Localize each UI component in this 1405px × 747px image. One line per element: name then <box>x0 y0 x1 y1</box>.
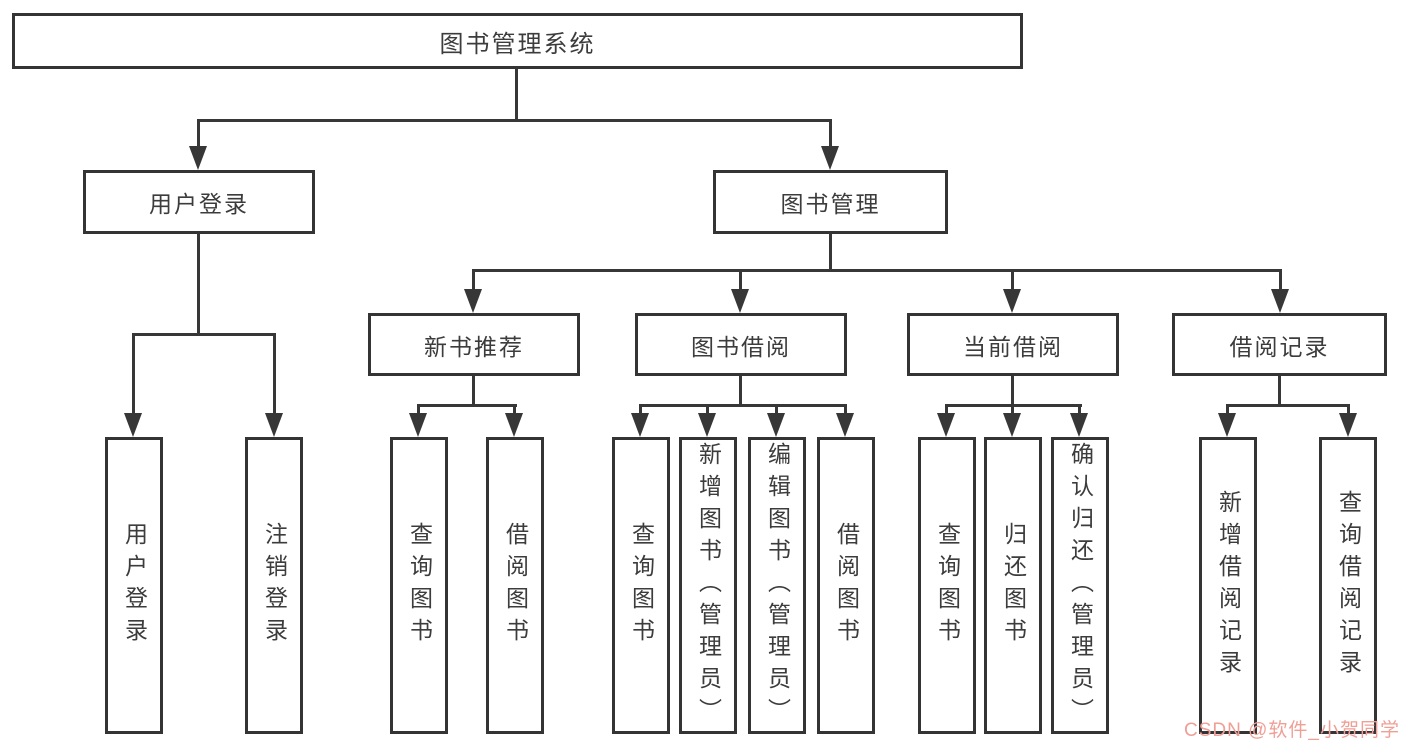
connector-userlogin-stem <box>197 234 200 336</box>
arrow-down-icon <box>937 413 955 437</box>
arrow-down-icon <box>124 413 142 437</box>
node-user-login: 用户登录 <box>83 170 315 234</box>
leaf-add-borrow-record: 新增借阅记录 <box>1199 437 1257 734</box>
leaf-label: 注销登录 <box>261 521 288 650</box>
connector-drop <box>775 404 778 416</box>
connector-drop <box>1347 404 1350 416</box>
arrow-down-icon <box>409 413 427 437</box>
node-book-borrowing: 图书借阅 <box>635 313 847 376</box>
arrow-down-icon <box>731 289 749 313</box>
connector-drop <box>273 333 276 415</box>
connector-drop <box>1011 269 1014 292</box>
arrow-down-icon <box>1271 289 1289 313</box>
leaf-query-borrow-record: 查询借阅记录 <box>1319 437 1377 734</box>
arrow-down-icon <box>698 413 716 437</box>
connector-drop <box>945 404 948 416</box>
leaf-query-books-current: 查询图书 <box>918 437 976 734</box>
node-label: 图书管理 <box>780 191 881 217</box>
connector-drop <box>472 269 475 292</box>
connector-drop <box>1011 404 1014 416</box>
connector-root-stem <box>515 69 518 121</box>
connector-drop <box>844 404 847 416</box>
connector-userlogin-rail <box>132 333 276 336</box>
node-label: 图书管理系统 <box>439 30 596 58</box>
connector-drop <box>706 404 709 416</box>
connector-drop-user-login <box>197 119 200 150</box>
connector-drop-book-mgmt <box>829 119 832 150</box>
node-label: 借阅记录 <box>1229 333 1330 360</box>
connector-root-rail <box>197 119 832 122</box>
arrow-down-icon <box>1070 413 1088 437</box>
csdn-watermark: CSDN @软件_小贺同学 <box>1184 720 1400 741</box>
connector-drop <box>513 404 516 416</box>
arrow-down-icon <box>1218 413 1236 437</box>
arrow-down-icon <box>189 146 207 170</box>
leaf-label: 查询图书 <box>628 521 655 650</box>
leaf-query-books-recommend: 查询图书 <box>390 437 448 734</box>
leaf-label: 查询图书 <box>934 521 961 650</box>
leaf-borrow-books-recommend: 借阅图书 <box>486 437 544 734</box>
arrow-down-icon <box>505 413 523 437</box>
connector-stem <box>1011 376 1014 407</box>
leaf-borrow-books: 借阅图书 <box>817 437 875 734</box>
node-label: 用户登录 <box>149 191 249 217</box>
connector-drop <box>132 333 135 415</box>
leaf-return-books: 归还图书 <box>984 437 1042 734</box>
leaf-logout: 注销登录 <box>245 437 303 734</box>
leaf-label: 确认归还（管理员） <box>1067 441 1094 730</box>
leaf-label: 借阅图书 <box>502 521 529 650</box>
leaf-confirm-return-admin: 确认归还（管理员） <box>1051 437 1109 734</box>
arrow-down-icon <box>1003 289 1021 313</box>
leaf-label: 新增借阅记录 <box>1215 489 1242 682</box>
arrow-down-icon <box>464 289 482 313</box>
node-label: 当前借阅 <box>963 333 1063 360</box>
node-label: 图书借阅 <box>691 333 791 360</box>
connector-drop <box>639 404 642 416</box>
arrow-down-icon <box>265 413 283 437</box>
connector-drop <box>417 404 420 416</box>
leaf-label: 编辑图书（管理员） <box>764 441 791 730</box>
arrow-down-icon <box>767 413 785 437</box>
leaf-user-login: 用户登录 <box>105 437 163 734</box>
node-book-management: 图书管理 <box>713 170 948 234</box>
leaf-label: 查询图书 <box>406 521 433 650</box>
leaf-edit-books-admin: 编辑图书（管理员） <box>748 437 806 734</box>
connector-drop <box>1226 404 1229 416</box>
leaf-label: 借阅图书 <box>833 521 860 650</box>
arrow-down-icon <box>836 413 854 437</box>
connector-stem <box>472 376 475 407</box>
connector-bookmgmt-stem <box>829 234 832 272</box>
connector-bookmgmt-rail <box>472 269 1282 272</box>
arrow-down-icon <box>821 146 839 170</box>
leaf-query-books: 查询图书 <box>612 437 670 734</box>
leaf-add-books-admin: 新增图书（管理员） <box>679 437 737 734</box>
connector-rail <box>1226 404 1350 407</box>
connector-drop <box>1279 269 1282 292</box>
connector-rail <box>639 404 847 407</box>
leaf-label: 新增图书（管理员） <box>695 441 722 730</box>
node-new-book-recommend: 新书推荐 <box>368 313 580 376</box>
leaf-label: 用户登录 <box>121 521 148 650</box>
arrow-down-icon <box>1339 413 1357 437</box>
connector-stem <box>739 376 742 407</box>
arrow-down-icon <box>631 413 649 437</box>
arrow-down-icon <box>1003 413 1021 437</box>
node-library-management-system: 图书管理系统 <box>12 13 1023 69</box>
connector-stem <box>1278 376 1281 407</box>
node-label: 新书推荐 <box>424 333 524 360</box>
node-borrowing-records: 借阅记录 <box>1172 313 1387 376</box>
leaf-label: 查询借阅记录 <box>1335 489 1362 682</box>
connector-rail <box>417 404 517 407</box>
connector-drop <box>739 269 742 292</box>
node-current-borrowing: 当前借阅 <box>907 313 1119 376</box>
connector-drop <box>1078 404 1081 416</box>
leaf-label: 归还图书 <box>1000 521 1027 650</box>
